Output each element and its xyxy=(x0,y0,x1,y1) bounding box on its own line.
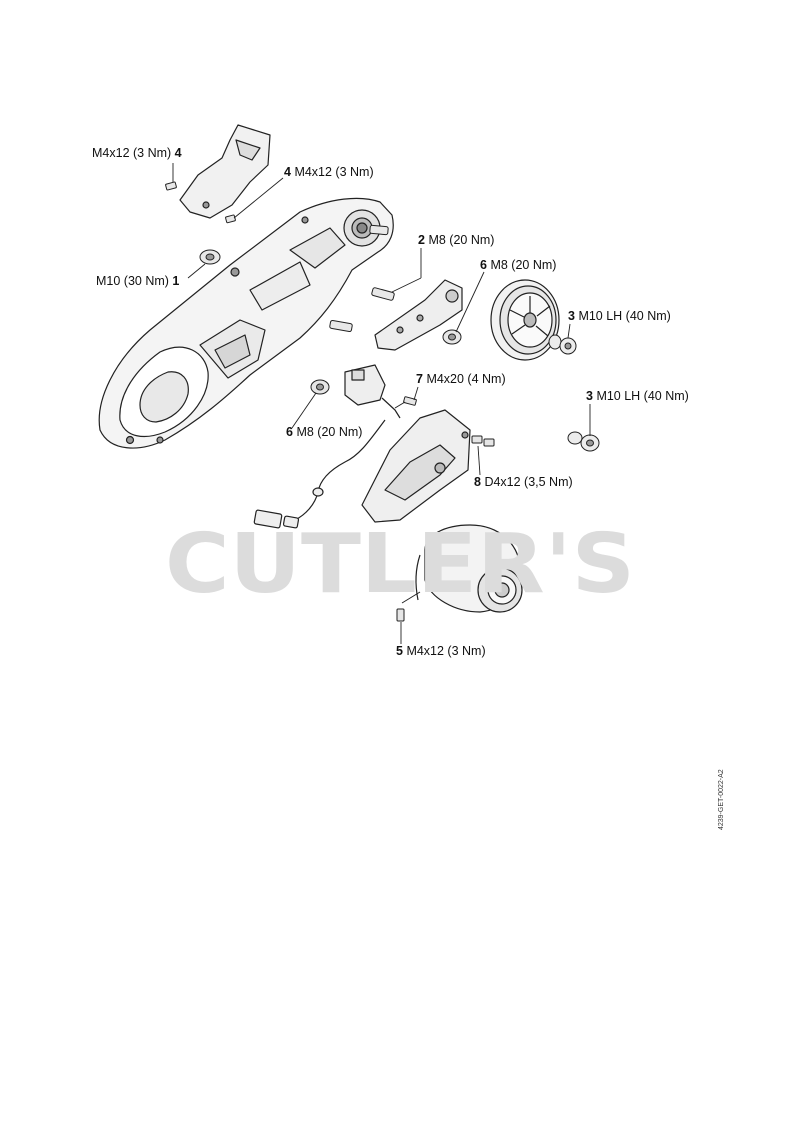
callout-number: 7 xyxy=(416,372,423,386)
clutch-drum xyxy=(415,524,523,613)
callout-spec: M8 (20 Nm) xyxy=(296,425,363,439)
fasteners-upper xyxy=(165,181,395,333)
callout-nut-6-upper: 6 M8 (20 Nm) xyxy=(480,258,556,273)
callout-number: 3 xyxy=(586,389,593,403)
callout-spec: M10 (30 Nm) xyxy=(96,274,169,288)
callout-number: 4 xyxy=(284,165,291,179)
callout-number: 1 xyxy=(172,274,180,288)
watermark-text: CUTLER'S xyxy=(165,528,635,600)
washers-nuts-right xyxy=(548,334,600,452)
screws-part-8 xyxy=(471,435,495,447)
callout-screw-8: 8 D4x12 (3,5 Nm) xyxy=(474,475,573,490)
callout-screw-7: 7 M4x20 (4 Nm) xyxy=(416,372,506,387)
callout-spec: D4x12 (3,5 Nm) xyxy=(484,475,573,489)
callout-spec: M8 (20 Nm) xyxy=(490,258,557,272)
callout-spec: M10 LH (40 Nm) xyxy=(596,389,689,403)
callout-screw-5: 5 M4x12 (3 Nm) xyxy=(396,644,486,659)
leader-lines xyxy=(172,163,591,644)
callout-number: 2 xyxy=(418,233,425,247)
callout-spec: M4x20 (4 Nm) xyxy=(426,372,506,386)
callout-number: 8 xyxy=(474,475,481,489)
guide-rail xyxy=(361,409,471,523)
callout-spec: M4x12 (3 Nm) xyxy=(92,146,172,160)
crankcase-housing xyxy=(98,197,394,449)
callout-spec: M4x12 (3 Nm) xyxy=(294,165,374,179)
callout-nut-6-lower: 6 M8 (20 Nm) xyxy=(286,425,362,440)
bracket-arm xyxy=(374,279,463,351)
watermark: CUTLER'S xyxy=(165,528,635,600)
cover-plate xyxy=(179,124,271,219)
callout-nut-3-lower: 3 M10 LH (40 Nm) xyxy=(586,389,689,404)
callout-nut-3-upper: 3 M10 LH (40 Nm) xyxy=(568,309,671,324)
callout-number: 4 xyxy=(174,146,182,160)
nut-upper xyxy=(442,329,462,345)
callout-spec: M8 (20 Nm) xyxy=(428,233,495,247)
nut-lower xyxy=(310,379,330,395)
callout-screw-4-upper-right: 4 M4x12 (3 Nm) xyxy=(284,165,374,180)
callout-spec: M10 LH (40 Nm) xyxy=(578,309,671,323)
callout-stud-2: 2 M8 (20 Nm) xyxy=(418,233,494,248)
sensor-cable xyxy=(253,364,401,529)
pulley xyxy=(490,279,560,361)
screw-part-5 xyxy=(396,591,421,622)
callout-nut-1: M10 (30 Nm) 1 xyxy=(96,274,179,289)
callout-spec: M4x12 (3 Nm) xyxy=(406,644,486,658)
callout-number: 6 xyxy=(480,258,487,272)
callout-number: 6 xyxy=(286,425,293,439)
callout-number: 5 xyxy=(396,644,403,658)
screw-part-7 xyxy=(394,396,417,409)
drawing-code: 4239-GET-0022-A2 xyxy=(718,769,725,830)
callout-screw-4-upper-left: M4x12 (3 Nm) 4 xyxy=(92,146,182,161)
callout-number: 3 xyxy=(568,309,575,323)
